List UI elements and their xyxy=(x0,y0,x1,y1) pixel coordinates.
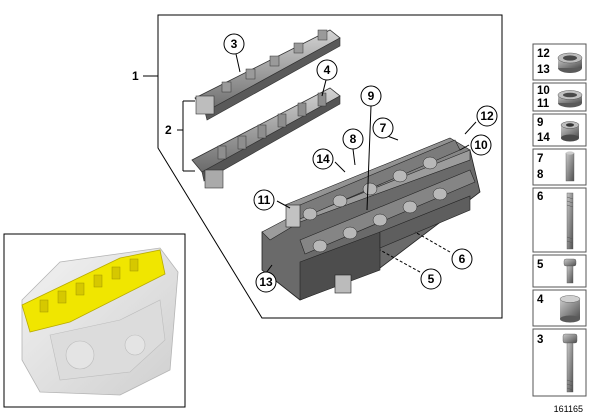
engine-inset xyxy=(21,247,179,396)
side-cell-6[interactable] xyxy=(532,187,587,253)
label-2: 2 xyxy=(165,123,172,137)
side-cell-5[interactable] xyxy=(532,254,587,288)
side-label-5: 5 xyxy=(537,259,544,271)
side-label-13: 13 xyxy=(537,64,550,76)
callout-6-text: 6 xyxy=(459,252,466,266)
bearing-rail-lower xyxy=(191,87,341,189)
pin-icon xyxy=(565,151,575,182)
callout-3-text: 3 xyxy=(231,37,238,51)
side-label-9: 9 xyxy=(537,117,543,129)
callout-4[interactable]: 4 xyxy=(316,59,338,81)
callout-14[interactable]: 14 xyxy=(312,148,334,170)
stud-bolt-icon xyxy=(566,192,574,250)
bearing-rail-upper xyxy=(194,29,341,121)
callout-11[interactable]: 11 xyxy=(253,189,275,211)
side-label-3: 3 xyxy=(537,334,543,346)
callout-11-text: 11 xyxy=(258,193,271,207)
reference-number: 161165 xyxy=(554,404,583,414)
callout-5-text: 5 xyxy=(428,272,435,286)
side-panel: 12 13 10 11 9 14 7 8 6 5 4 3 xyxy=(532,43,587,397)
side-label-6: 6 xyxy=(537,191,543,203)
side-label-8: 8 xyxy=(537,169,544,181)
callout-7[interactable]: 7 xyxy=(372,117,394,139)
side-label-14: 14 xyxy=(537,132,550,144)
callout-8[interactable]: 8 xyxy=(342,128,364,150)
callout-12[interactable]: 12 xyxy=(476,105,498,127)
side-label-7: 7 xyxy=(537,153,543,165)
callout-6[interactable]: 6 xyxy=(451,248,473,270)
side-label-10: 10 xyxy=(537,85,550,97)
bracket-2 xyxy=(177,100,195,172)
cylinder-head-bolt-icon xyxy=(562,333,578,393)
side-cell-7-8[interactable] xyxy=(532,148,587,186)
valve-stem-seal-icon xyxy=(560,121,580,142)
screw-icon xyxy=(563,258,577,284)
side-label-4: 4 xyxy=(537,294,544,306)
callout-12-text: 12 xyxy=(480,109,494,123)
callout-5[interactable]: 5 xyxy=(420,268,442,290)
callout-10-text: 10 xyxy=(474,138,488,152)
label-1: 1 xyxy=(132,69,139,83)
callout-9[interactable]: 9 xyxy=(360,85,382,107)
assembly-frame xyxy=(157,14,503,319)
seal-ring-icon xyxy=(557,90,583,108)
side-label-11: 11 xyxy=(537,98,550,110)
callout-3[interactable]: 3 xyxy=(223,33,245,55)
callout-7-text: 7 xyxy=(380,121,387,135)
callout-14-text: 14 xyxy=(316,152,330,166)
side-label-12: 12 xyxy=(537,48,550,60)
callout-13-text: 13 xyxy=(259,275,273,289)
callout-9-text: 9 xyxy=(368,89,375,103)
callout-10[interactable]: 10 xyxy=(470,134,492,156)
callout-8-text: 8 xyxy=(350,132,357,146)
highlighted-cylinder-head xyxy=(21,249,166,333)
seal-ring-icon xyxy=(557,52,583,73)
callout-4-text: 4 xyxy=(324,63,331,77)
cylinder-head xyxy=(261,137,481,301)
callout-13[interactable]: 13 xyxy=(255,271,277,293)
bush-icon xyxy=(559,295,581,323)
